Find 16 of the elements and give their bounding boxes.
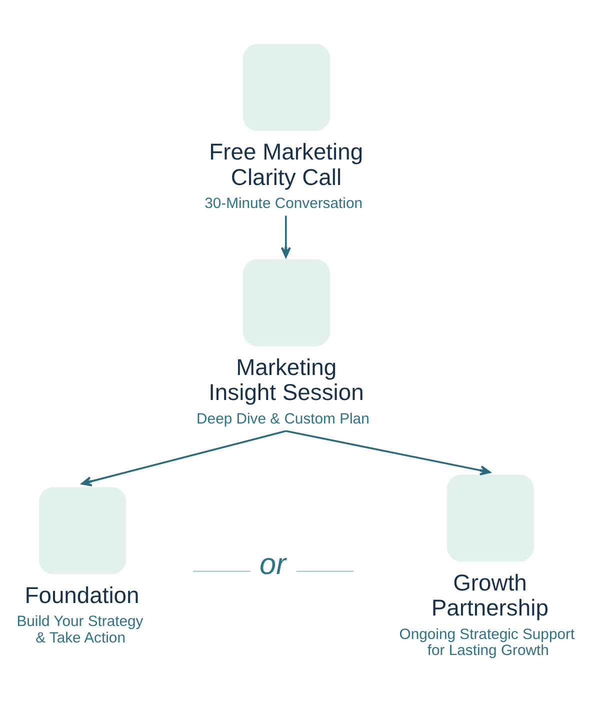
node-label: Marketing Insight Session [208,353,364,405]
node-label: Build Your Strategy & Take Action [16,614,144,646]
arrow [81,430,286,486]
node-box [39,486,126,574]
node-box [242,258,330,346]
node-label: Growth Partnership [431,568,548,620]
node-label: Deep Dive & Custom Plan [196,410,370,427]
arrow [280,215,291,258]
node-label: Ongoing Strategic Support for Lasting Growth [399,626,575,658]
node-label: 30-Minute Conversation [204,196,363,212]
node-label: Foundation [24,581,140,608]
node-label: Free Marketing Clarity Call [209,138,364,190]
node-box [446,474,534,562]
node-box [242,43,330,130]
label: or [260,547,286,580]
arrow [286,430,491,475]
